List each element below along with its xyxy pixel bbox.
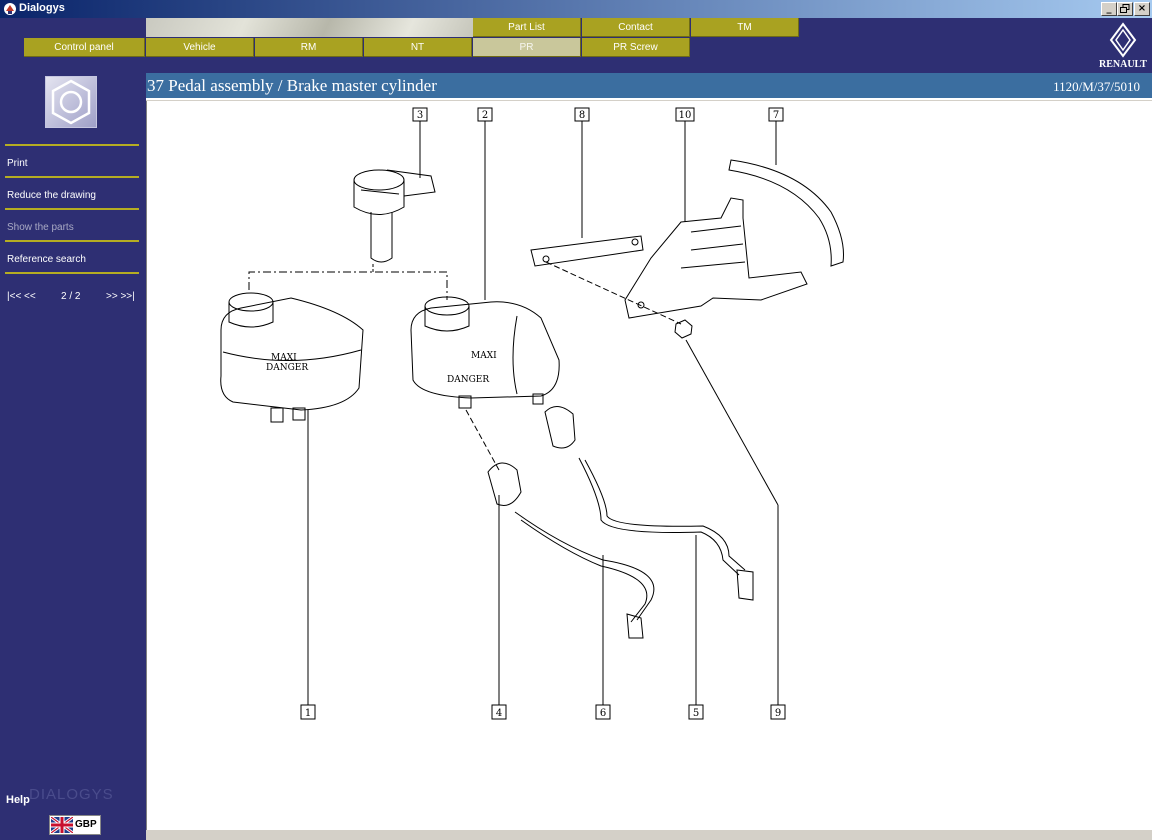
page-title: 37 Pedal assembly / Brake master cylinde… [147,76,437,95]
tab-part-list[interactable]: Part List [473,18,581,37]
callout-4[interactable]: 4 [491,704,507,720]
hex-nut-icon [51,79,91,125]
danger-mark-right: DANGER [447,375,489,385]
callout-7[interactable]: 7 [768,107,784,122]
close-button[interactable]: × [1134,2,1150,16]
maxi-mark-left: MAXI [271,353,297,363]
nut-drawing [674,319,693,339]
part-category-thumbnail [45,76,97,128]
callout-10[interactable]: 10 [675,107,695,122]
callout-number: 4 [496,708,502,719]
renault-logo: RENAULT [1095,22,1151,70]
dialogys-watermark: DIALOGYS [29,786,114,803]
tab-tm[interactable]: TM [691,18,799,37]
reservoir-cap-drawing [353,169,436,263]
pager-next-last[interactable]: >> >>| [106,291,135,302]
renault-wordmark: RENAULT [1099,59,1147,70]
tab-vehicle[interactable]: Vehicle [146,38,254,57]
sidebar-divider [5,144,139,146]
header: Part List Contact TM Control panel Vehic… [0,18,1152,73]
tab-rm[interactable]: RM [255,38,363,57]
tab-pr-screw[interactable]: PR Screw [582,38,690,57]
retaining-strap-drawing [728,159,844,267]
bracket-strip-drawing [530,235,644,267]
callout-9[interactable]: 9 [770,704,786,720]
pager-first-prev[interactable]: |<< << [7,291,36,302]
close-icon: × [1137,3,1147,14]
tab-control-panel[interactable]: Control panel [24,38,145,57]
menu-print[interactable]: Print [7,158,28,169]
sidebar-divider [5,272,139,274]
menu-show-parts[interactable]: Show the parts [7,222,74,233]
sidebar-divider [5,208,139,210]
status-strip [146,830,1152,840]
callout-3[interactable]: 3 [412,107,428,122]
maxi-mark-right: MAXI [471,351,497,361]
tab-nt[interactable]: NT [364,38,472,57]
title-bar: Dialogys _ × [0,0,1152,18]
tab-pr[interactable]: PR [473,38,581,57]
language-selector[interactable]: GBP [49,815,101,835]
restore-icon [1120,4,1130,13]
menu-reduce-drawing[interactable]: Reduce the drawing [7,190,96,201]
restore-button[interactable] [1117,2,1133,16]
callout-5[interactable]: 5 [688,704,704,720]
exploded-view-drawing: MAXI DANGER MAXI DANGER 3 2 8 10 [220,107,844,720]
callout-number: 8 [579,110,585,121]
pager-page-indicator: 2 / 2 [61,291,81,302]
tab-contact[interactable]: Contact [582,18,690,37]
callout-number: 10 [679,110,692,121]
uk-flag-icon [51,817,73,833]
callout-number: 5 [693,708,699,719]
brake-fluid-reservoir-right [410,296,560,409]
minimize-button[interactable]: _ [1101,2,1117,16]
callout-number: 9 [775,708,781,719]
callout-8[interactable]: 8 [574,107,590,122]
brake-pipe-drawing [544,406,754,601]
help-link[interactable]: Help [6,794,30,806]
language-code: GBP [75,819,97,830]
callout-6[interactable]: 6 [595,704,611,720]
callout-2[interactable]: 2 [477,107,493,122]
callout-number: 3 [417,110,423,121]
callout-number: 2 [482,110,488,121]
sidebar: Print Reduce the drawing Show the parts … [0,73,146,840]
callout-1[interactable]: 1 [300,704,316,720]
menu-reference-search[interactable]: Reference search [7,254,86,265]
sidebar-divider [5,240,139,242]
renault-diamond-icon [1109,22,1137,58]
callout-number: 6 [600,708,606,719]
callout-number: 7 [773,110,779,121]
header-decoration [146,18,473,37]
minimize-icon: _ [1106,3,1112,14]
app-icon [4,3,16,15]
sidebar-divider [5,176,139,178]
brake-fluid-reservoir-left [220,292,364,423]
support-bracket-drawing [624,197,808,319]
danger-mark-left: DANGER [266,363,308,373]
brake-hose-drawing [487,462,655,639]
page-title-bar: 37 Pedal assembly / Brake master cylinde… [146,73,1152,100]
callout-number: 1 [305,708,311,719]
parts-drawing[interactable]: MAXI DANGER MAXI DANGER 3 2 8 10 [146,101,1152,830]
window-title: Dialogys [19,2,65,14]
page-reference: 1120/M/37/5010 [1053,79,1140,94]
